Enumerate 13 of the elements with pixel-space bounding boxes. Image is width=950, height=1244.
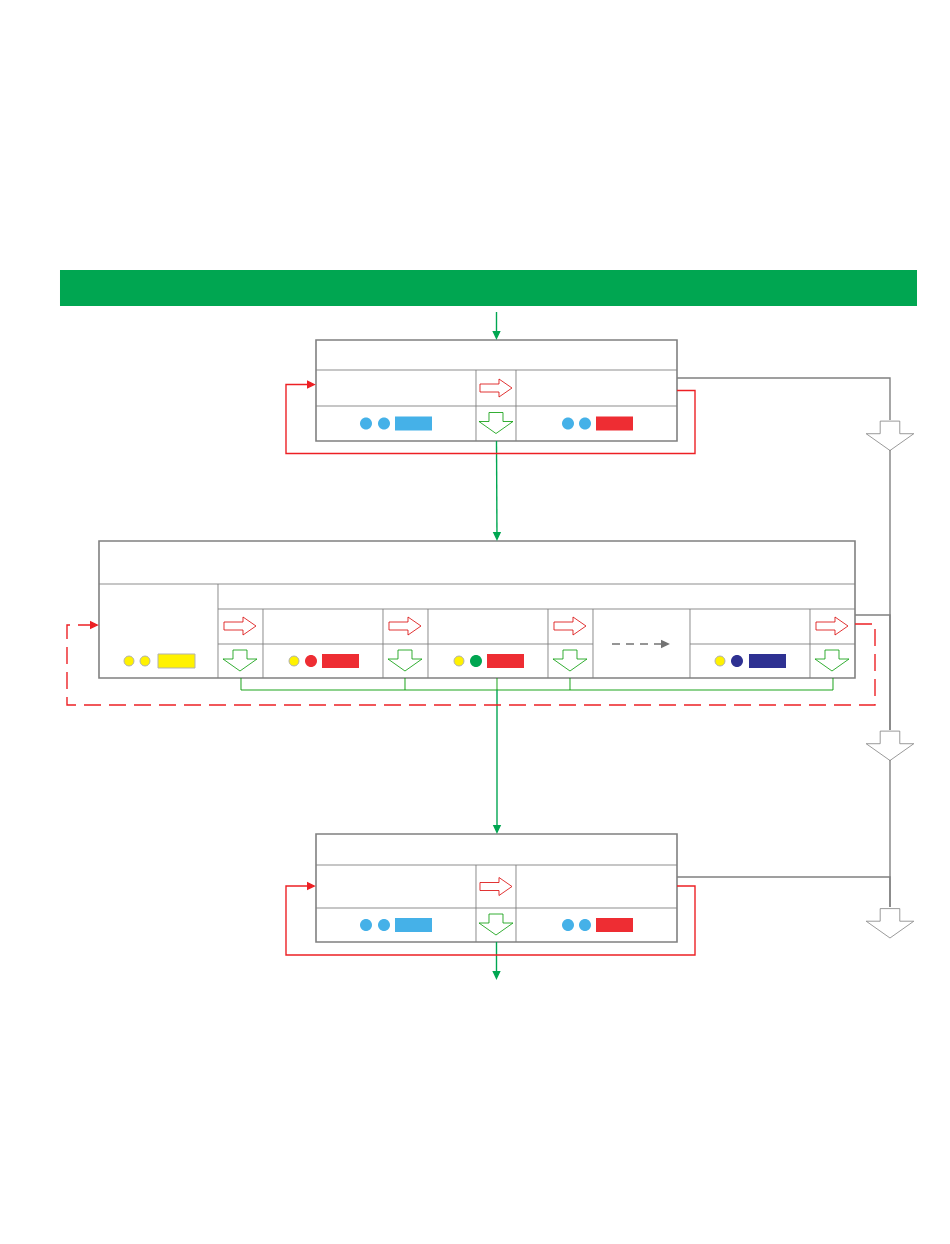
table-box (315, 833, 678, 943)
connector-line (676, 377, 891, 421)
hollow-arrow (865, 730, 915, 761)
arrow (285, 380, 696, 455)
hollow-arrow (865, 908, 915, 939)
arrow (66, 620, 876, 706)
hollow-arrow (865, 420, 915, 451)
connector-line (854, 614, 891, 731)
arrow (285, 881, 696, 956)
header-band (60, 270, 917, 306)
table-box (98, 540, 856, 679)
table-box (315, 339, 678, 442)
connector-line (676, 876, 891, 908)
